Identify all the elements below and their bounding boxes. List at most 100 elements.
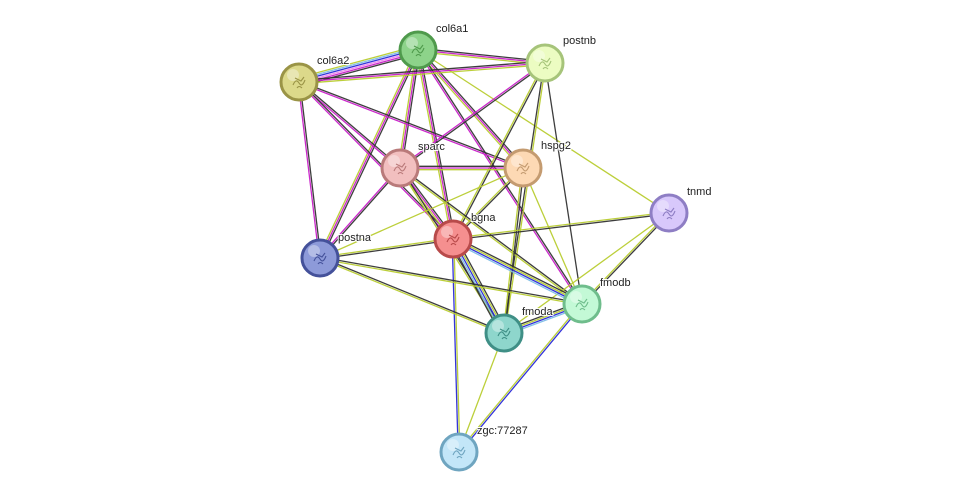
edge-col6a2-bgna [297,80,455,241]
edge-strand-yellow [453,238,461,452]
edge-strand-black [320,239,454,260]
edge-strand-black [544,62,583,305]
edge-strand-black [504,168,525,334]
protein-structure-icon [452,446,466,459]
edge-strand-black [582,213,671,306]
protein-structure-icon [538,57,552,70]
node-circle[interactable] [380,148,420,188]
edge-strand-blue [452,239,582,306]
edge-strand-yellow [502,167,523,333]
edge-fmoda-zgc77287 [458,332,505,453]
edge-strand-yellow [319,258,504,335]
protein-structure-icon [411,44,425,57]
edge-postna-fmoda [319,256,505,335]
protein-structure-icon [516,162,530,175]
edge-col6a1-sparc [397,49,421,169]
edge-postna-fmodb [319,256,583,306]
edge-bgna-zgc77287 [451,238,461,453]
edge-strand-black [320,168,402,259]
edge-strand-black [453,213,670,241]
node-circle[interactable] [433,219,473,259]
edge-strand-yellow [503,212,670,334]
edge-tnmd-fmoda [503,212,670,334]
protein-structure-icon [662,207,676,220]
edge-strand-black [401,50,421,169]
node-circle[interactable] [439,432,479,472]
node-circle[interactable] [279,62,319,102]
edge-strand-yellow [297,45,418,79]
edge-strand-magenta [297,82,320,259]
edge-strand-black [320,256,583,304]
edge-strand-magenta [416,50,582,305]
nodes-layer: col6a1 col6a2 postnb sparc hspg2 tnmd bgna post… [279,22,712,472]
edge-col6a2-postnb [298,60,546,85]
edge-strand-blue [451,239,459,453]
node-sparc[interactable]: sparc [380,140,446,188]
edge-strand-magenta [417,49,546,64]
edge-strand-yellow [416,50,523,170]
edge-tnmd-bgna [452,211,670,241]
node-postnb[interactable]: postnb [525,34,597,83]
protein-structure-icon [497,327,511,340]
edge-strand-yellow [504,63,547,334]
node-circle[interactable] [525,43,565,83]
edge-strand-black [299,80,524,168]
node-label: fmodb [600,277,631,289]
node-col6a1[interactable]: col6a1 [398,22,469,70]
edge-strand-black [453,63,547,240]
edge-strand-magenta [298,62,546,83]
node-label: col6a2 [317,55,349,67]
edge-strand-yellow [319,258,582,306]
node-fmodb[interactable]: fmodb [562,276,632,324]
edge-col6a1-fmodb [416,49,584,305]
edge-strand-black [419,49,456,239]
node-label: postna [338,232,372,244]
node-zgc77287[interactable]: zgc:77287 [439,424,529,472]
edge-strand-yellow [397,49,417,168]
node-label: postnb [563,35,596,47]
edge-hspg2-postna [319,167,524,259]
edge-strand-lightblue [451,240,582,307]
edge-strand-black [298,60,545,81]
edge-strand-yellow [417,49,670,214]
node-fmoda[interactable]: fmoda [484,305,554,353]
node-label: hspg2 [541,140,571,152]
node-postna[interactable]: postna [300,231,373,278]
node-circle[interactable] [562,284,602,324]
node-circle[interactable] [398,30,438,70]
node-bgna[interactable]: bgna [433,211,497,259]
edges-layer [297,45,671,453]
edge-strand-yellow [452,211,669,239]
node-label: col6a1 [436,23,468,35]
edge-tnmd-fmodb [580,211,671,306]
edge-bgna-fmodb [451,236,584,307]
node-circle[interactable] [484,313,524,353]
protein-structure-icon [446,233,460,246]
edge-strand-black [418,49,584,304]
node-circle[interactable] [503,148,543,188]
edge-col6a2-postna [297,81,322,259]
node-circle[interactable] [649,193,689,233]
node-label: fmoda [522,306,553,318]
edge-strand-yellow [522,167,583,305]
protein-structure-icon [292,76,306,89]
edge-strand-pink [299,50,419,84]
node-tnmd[interactable]: tnmd [649,185,712,233]
edge-col6a1-tnmd [417,49,670,214]
edge-postnb-fmodb [544,62,583,305]
edge-strand-magenta [318,167,400,258]
edge-strand-yellow [319,237,453,258]
node-col6a2[interactable]: col6a2 [279,54,350,102]
edge-hspg2-fmoda [502,167,525,334]
node-hspg2[interactable]: hspg2 [503,139,572,188]
node-circle[interactable] [300,238,340,278]
edge-strand-magenta [297,82,453,241]
edge-strand-black [299,80,401,168]
edge-col6a2-hspg2 [298,80,524,170]
edge-postnb-bgna [451,62,547,240]
node-label: zgc:77287 [477,425,528,437]
edge-postnb-sparc [399,61,546,170]
edge-strand-black [418,48,525,168]
edge-strand-magenta [399,61,545,168]
